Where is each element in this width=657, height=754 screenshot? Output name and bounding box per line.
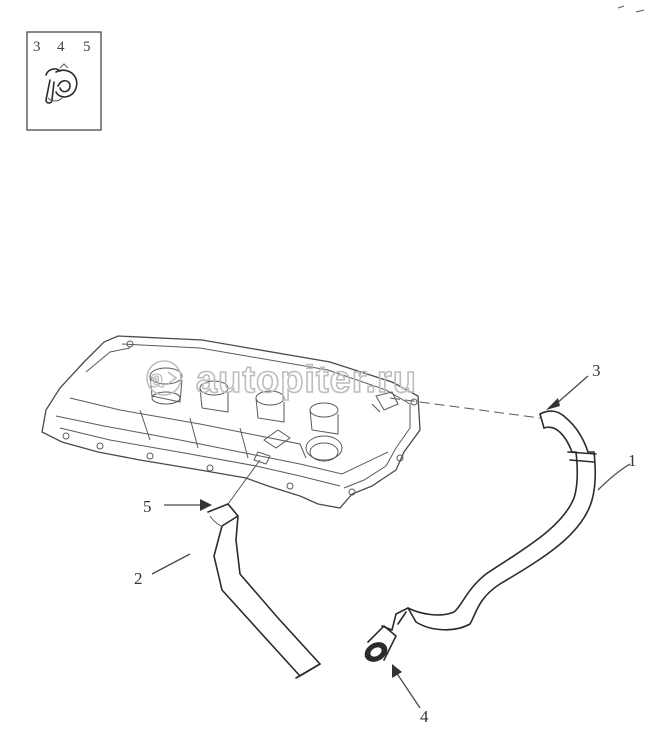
corner-marks bbox=[617, 5, 645, 13]
callout-leaders bbox=[151, 375, 631, 709]
callout-3: 3 bbox=[592, 361, 601, 380]
callout-4: 4 bbox=[420, 707, 429, 726]
watermark: a autopiter.ru bbox=[146, 358, 417, 402]
callout-1: 1 bbox=[628, 451, 637, 470]
valve-cover-icon bbox=[41, 335, 421, 509]
inset-number-5: 5 bbox=[83, 39, 91, 55]
inset-number-3: 3 bbox=[33, 39, 41, 55]
hose-1-end bbox=[364, 625, 397, 662]
hose-clamp-icon bbox=[45, 63, 78, 104]
callout-2: 2 bbox=[134, 569, 143, 588]
hose-2 bbox=[207, 503, 321, 679]
inset-box: 3 4 5 bbox=[26, 31, 102, 131]
callout-5: 5 bbox=[143, 497, 152, 516]
svg-text:a: a bbox=[150, 366, 164, 393]
inset-number-4: 4 bbox=[57, 39, 65, 55]
dashed-leader bbox=[389, 397, 541, 419]
watermark-text: autopiter.ru bbox=[196, 359, 417, 401]
hose-1 bbox=[364, 410, 597, 662]
port-leader bbox=[227, 459, 261, 505]
